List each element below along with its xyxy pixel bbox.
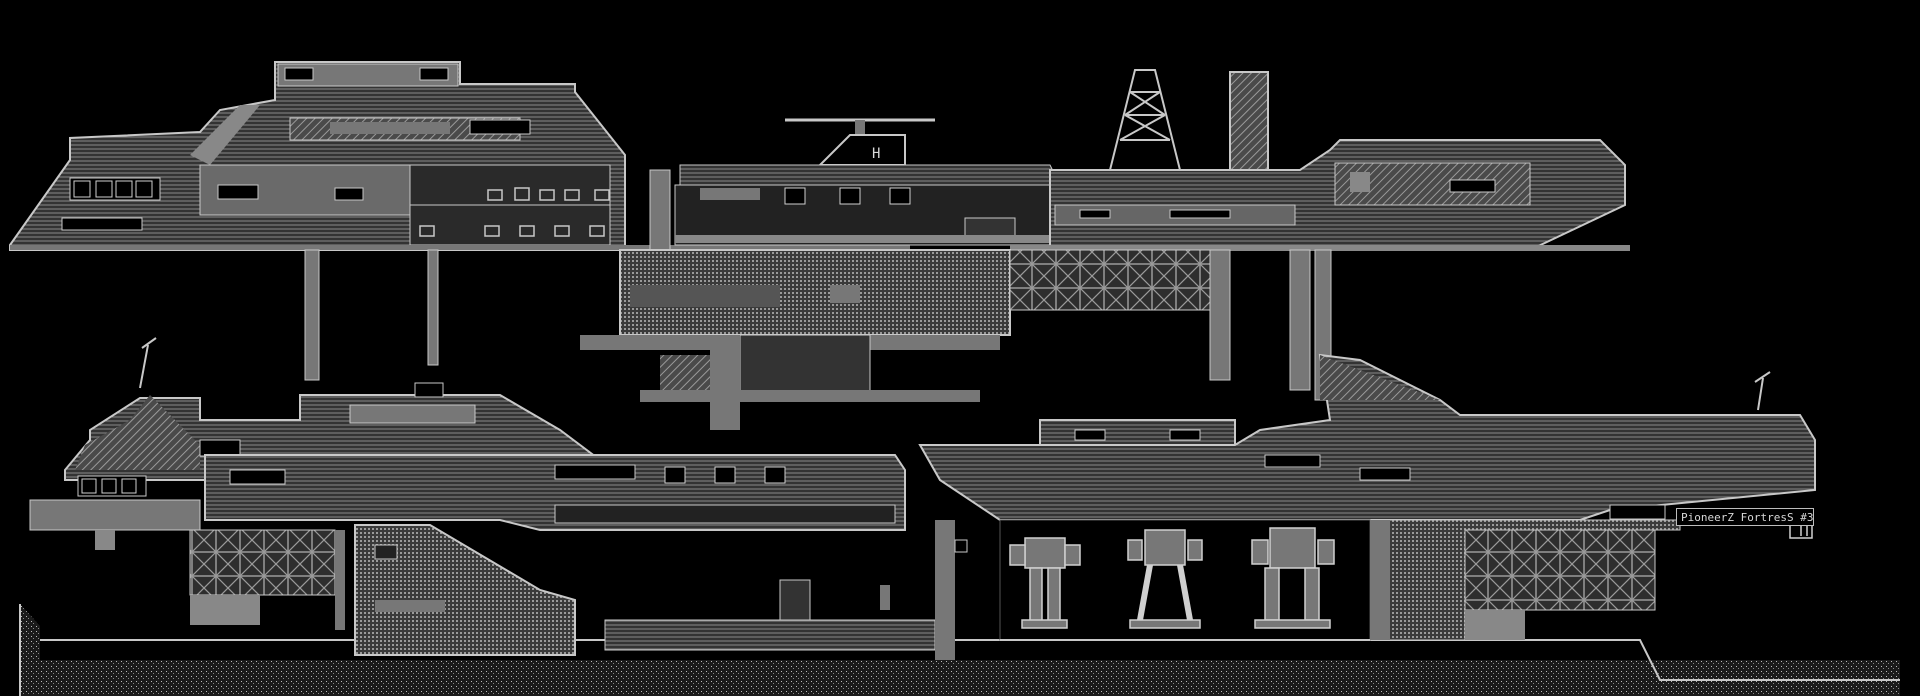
middle-right-module — [918, 353, 1816, 641]
central-top-module: H — [649, 118, 1061, 251]
upper-left-icon-panel — [69, 177, 161, 201]
central-lower-module — [580, 249, 1211, 430]
helipad-letter: H — [872, 146, 880, 162]
central-icon-row — [784, 187, 911, 205]
middle-left-module — [29, 382, 906, 550]
mech-icon — [1127, 529, 1203, 629]
mech-icon — [1009, 537, 1081, 629]
antenna-icon — [139, 337, 157, 389]
upper-right-wing — [1010, 139, 1630, 251]
lower-left-module — [189, 524, 936, 656]
exhaust-tower — [1229, 71, 1269, 178]
oil-derrick — [1108, 69, 1182, 171]
fortress-name-label[interactable]: PioneerZ FortresS #3 — [1676, 508, 1814, 526]
upper-left-wing — [9, 61, 910, 251]
left-icon-panel — [77, 475, 147, 497]
antenna-icon — [1754, 371, 1771, 411]
mech-icon — [1251, 527, 1335, 629]
support-pillars — [304, 249, 1332, 401]
ground-strip — [19, 604, 1900, 696]
middle-icon-row — [664, 466, 786, 484]
